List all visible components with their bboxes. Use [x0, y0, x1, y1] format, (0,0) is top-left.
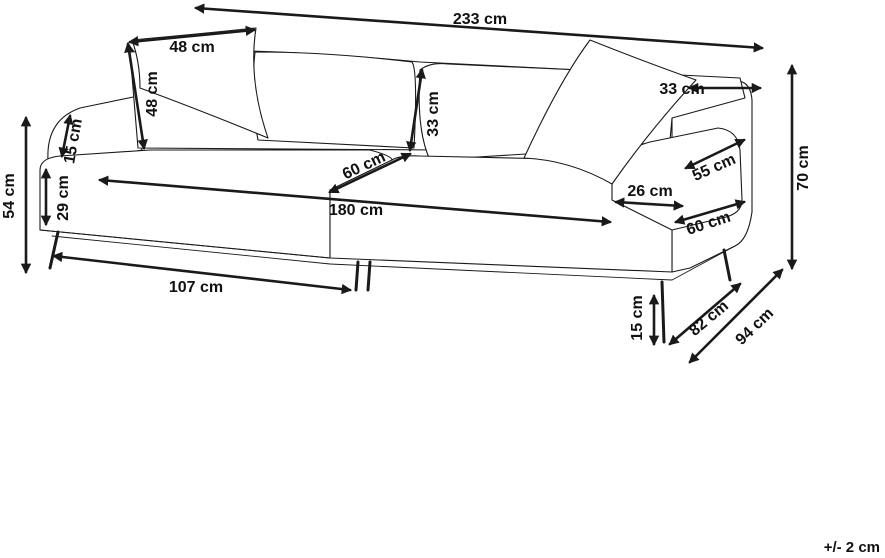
dim-line-48-width [127, 25, 257, 47]
dim-line-33-back [406, 67, 426, 153]
label-seat-width: 180 cm [329, 202, 383, 219]
dim-line-107 [51, 251, 353, 295]
label-total-width: 233 cm [453, 11, 507, 28]
dim-line-55 [684, 138, 746, 170]
label-section-width: 107 cm [169, 279, 223, 296]
leg-1 [48, 230, 60, 270]
pillow-right [523, 39, 697, 185]
label-total-height-left: 54 cm [1, 173, 18, 218]
label-backrest-height: 33 cm [425, 91, 442, 136]
label-cushion-width: 48 cm [169, 39, 214, 56]
label-cushion-height: 48 cm [144, 71, 161, 116]
leg-4 [660, 280, 666, 344]
tolerance-note: +/- 2 cm [824, 539, 880, 556]
back-cushion-left [252, 51, 417, 149]
leg-3 [366, 260, 372, 292]
dim-line-233 [193, 3, 765, 53]
leg-5 [722, 248, 732, 282]
dim-line-15-arm [58, 113, 74, 159]
label-armrest-width: 33 cm [659, 81, 704, 98]
dimension-lines [20, 3, 798, 364]
dim-line-180 [97, 175, 613, 227]
label-seat-height: 29 cm [55, 175, 72, 220]
label-leg-height: 15 cm [629, 295, 646, 340]
label-total-height-right: 70 cm [795, 145, 812, 190]
dim-line-26 [613, 197, 685, 211]
leg-2 [354, 260, 360, 292]
label-depth-82: 82 cm [686, 297, 732, 339]
dim-line-60-right [674, 199, 746, 225]
dim-line-94 [688, 268, 784, 364]
dim-line-48-height [124, 41, 148, 151]
label-arm-inner: 26 cm [627, 183, 672, 200]
